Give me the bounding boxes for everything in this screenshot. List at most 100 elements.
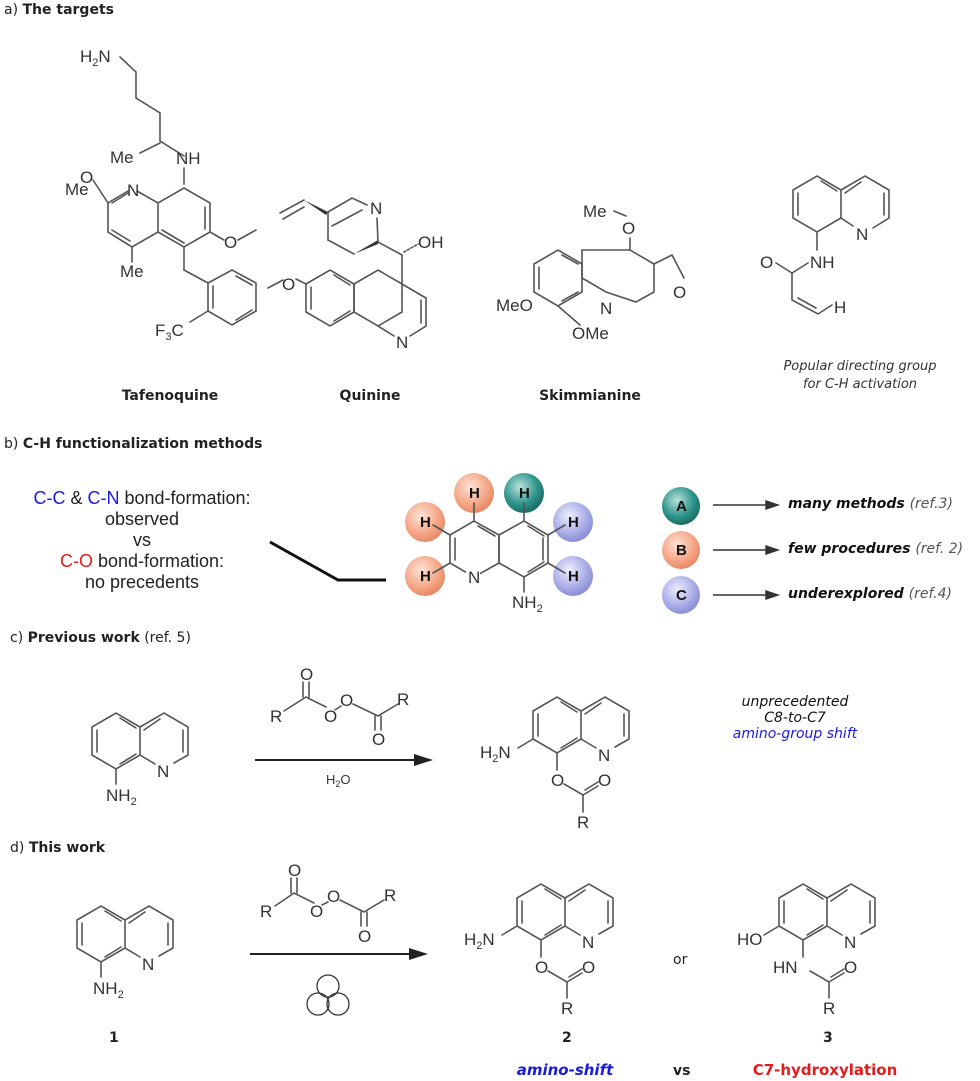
atom-h2n: H2N xyxy=(464,930,495,952)
bond xyxy=(432,562,451,574)
site-circle-b xyxy=(405,556,445,596)
atom-r: R xyxy=(823,999,835,1018)
bond-double xyxy=(235,309,253,321)
atom-o: O xyxy=(324,707,337,726)
peroxide-reagent-d: R O O O O R xyxy=(260,861,396,946)
bond-formation-line5: no precedents xyxy=(84,572,200,592)
reaction-arrow-c: H2O xyxy=(255,754,433,789)
atom-nh2: NH2 xyxy=(93,979,124,1001)
site-circle-a xyxy=(504,473,544,513)
bond-double xyxy=(333,274,351,286)
bracket-line xyxy=(269,540,386,582)
bond-double xyxy=(844,181,862,194)
compound-number-2: 2 xyxy=(562,1030,572,1046)
aminoquinoline-c: N NH2 xyxy=(91,712,189,808)
atom-o: O xyxy=(582,958,595,977)
bond-double xyxy=(527,525,545,537)
atom-r: R xyxy=(561,999,573,1018)
legend-label: underexplored xyxy=(788,586,909,602)
note-line: unprecedented xyxy=(741,694,849,710)
atom-h: H xyxy=(834,298,846,317)
bond-ring-benzo xyxy=(305,269,355,327)
bond xyxy=(237,229,257,241)
atom-n: N xyxy=(844,933,856,952)
atom-o: O xyxy=(598,771,611,790)
bond-double xyxy=(128,911,146,924)
bond-double xyxy=(104,910,122,922)
atom-nh: NH xyxy=(176,149,201,168)
atom-r: R xyxy=(384,886,396,905)
atom-hn: HN xyxy=(773,958,798,977)
amp: & xyxy=(65,488,88,508)
bond-double xyxy=(111,229,131,242)
atom-meo: Me xyxy=(65,180,89,199)
atom-n2: N xyxy=(396,333,408,352)
bond-ring-benzo xyxy=(91,712,141,770)
bond xyxy=(139,142,161,154)
atom-o: O xyxy=(327,887,340,906)
section-d-prefix: d) xyxy=(10,840,29,856)
legend-text-b: few procedures (ref. 2) xyxy=(788,541,963,557)
atom-ho: HO xyxy=(737,930,763,949)
atom-oh: OH xyxy=(418,233,444,252)
atom-o: O xyxy=(300,665,313,684)
atom-n: N xyxy=(598,746,610,765)
atom-f3c: F3C xyxy=(155,321,184,343)
legend-ref: (ref.4) xyxy=(908,586,952,602)
atom-meo: MeO xyxy=(496,296,533,315)
legend-ref: (ref.3) xyxy=(909,496,953,512)
peroxide-reagent-c: R O O O O R xyxy=(270,665,409,749)
bond-double xyxy=(560,737,578,749)
bond-double xyxy=(806,888,824,900)
atom-o: O xyxy=(340,691,353,710)
arrow-head xyxy=(765,590,781,600)
note-line-highlight: amino-group shift xyxy=(732,726,858,742)
hash-bond xyxy=(403,243,419,253)
atom-r: R xyxy=(270,707,282,726)
catalyst-circle xyxy=(326,992,350,1016)
bond xyxy=(327,197,368,213)
bond-double xyxy=(333,310,351,322)
bond xyxy=(189,310,209,323)
bond-double xyxy=(104,946,122,958)
bond xyxy=(376,217,379,243)
atom-n: N xyxy=(600,299,612,318)
bond xyxy=(209,231,225,241)
bond xyxy=(267,279,284,289)
atom-o: O xyxy=(358,927,371,946)
bond-double xyxy=(806,924,824,936)
bond-ring-benzo xyxy=(792,175,842,233)
quinoline-sites-structure: N NH2 H H H H H H xyxy=(405,473,593,615)
bond xyxy=(580,738,597,749)
bond xyxy=(92,179,109,204)
caption-tafenoquine: Tafenoquine xyxy=(121,388,219,404)
bond-chain xyxy=(119,56,185,157)
bond-double xyxy=(584,702,602,715)
atom-n: N xyxy=(468,568,480,587)
directing-group-structure: N NH O H xyxy=(760,175,890,317)
bond-double xyxy=(161,229,185,244)
atom-o: O xyxy=(282,275,295,294)
legend-circle-a xyxy=(662,487,700,525)
bond-ring-benzo xyxy=(778,883,828,941)
reaction-arrow-d xyxy=(250,948,428,960)
bond-double xyxy=(143,718,161,731)
atom-o: O xyxy=(622,219,635,238)
aminoquinoline-1: N NH2 xyxy=(76,905,174,1001)
bond xyxy=(501,925,518,936)
section-a-title: The targets xyxy=(22,2,114,18)
caption-line: Popular directing group xyxy=(783,359,937,374)
legend-label: many methods xyxy=(788,496,910,512)
caption-line: for C-H activation xyxy=(802,377,918,392)
bond-ring-benzyl xyxy=(207,269,257,326)
section-b-title: C-H functionalization methods xyxy=(22,436,263,452)
bond-ring-mid xyxy=(581,249,655,303)
h-label: H xyxy=(420,568,431,585)
bond-ring-py xyxy=(564,883,614,935)
section-c-header: c) Previous work (ref. 5) xyxy=(10,630,191,646)
bond xyxy=(352,703,399,717)
atom-o: O xyxy=(288,861,301,880)
atom-ome: OMe xyxy=(572,324,609,343)
legend-text-c: underexplored (ref.4) xyxy=(788,586,952,602)
bond-double xyxy=(544,924,562,936)
